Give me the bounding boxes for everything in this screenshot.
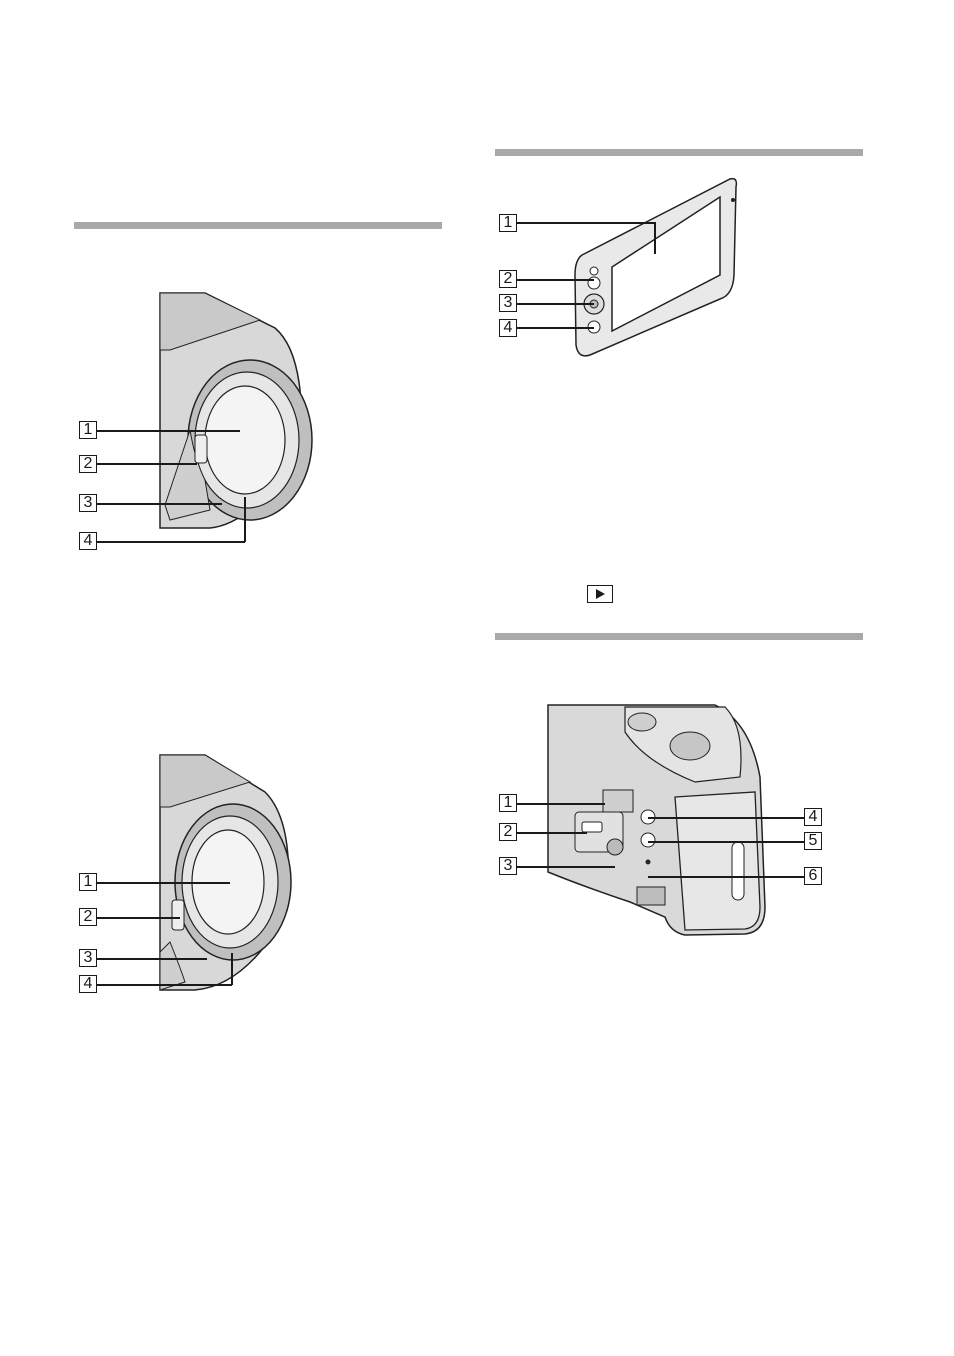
callout-2: 2 (499, 270, 517, 288)
callout-3: 3 (79, 494, 97, 512)
callout-1: 1 (499, 214, 517, 232)
lcd-panel-illustration (570, 175, 745, 360)
callout-2: 2 (499, 823, 517, 841)
play-button-icon (587, 585, 613, 603)
callout-4: 4 (804, 808, 822, 826)
callout-3: 3 (499, 857, 517, 875)
callout-3: 3 (79, 949, 97, 967)
camcorder-front-illustration-b (150, 752, 330, 997)
callout-3: 3 (499, 294, 517, 312)
callout-5: 5 (804, 832, 822, 850)
callout-1: 1 (79, 873, 97, 891)
section-rule-front (74, 222, 442, 229)
callout-4: 4 (79, 975, 97, 993)
callout-2: 2 (79, 908, 97, 926)
callout-4: 4 (79, 532, 97, 550)
callout-1: 1 (79, 421, 97, 439)
callout-2: 2 (79, 455, 97, 473)
section-rule-lcd (495, 149, 863, 156)
callout-4: 4 (499, 319, 517, 337)
callout-6: 6 (804, 867, 822, 885)
section-rule-bottom (495, 633, 863, 640)
callout-1: 1 (499, 794, 517, 812)
camcorder-bottom-illustration (545, 702, 775, 942)
